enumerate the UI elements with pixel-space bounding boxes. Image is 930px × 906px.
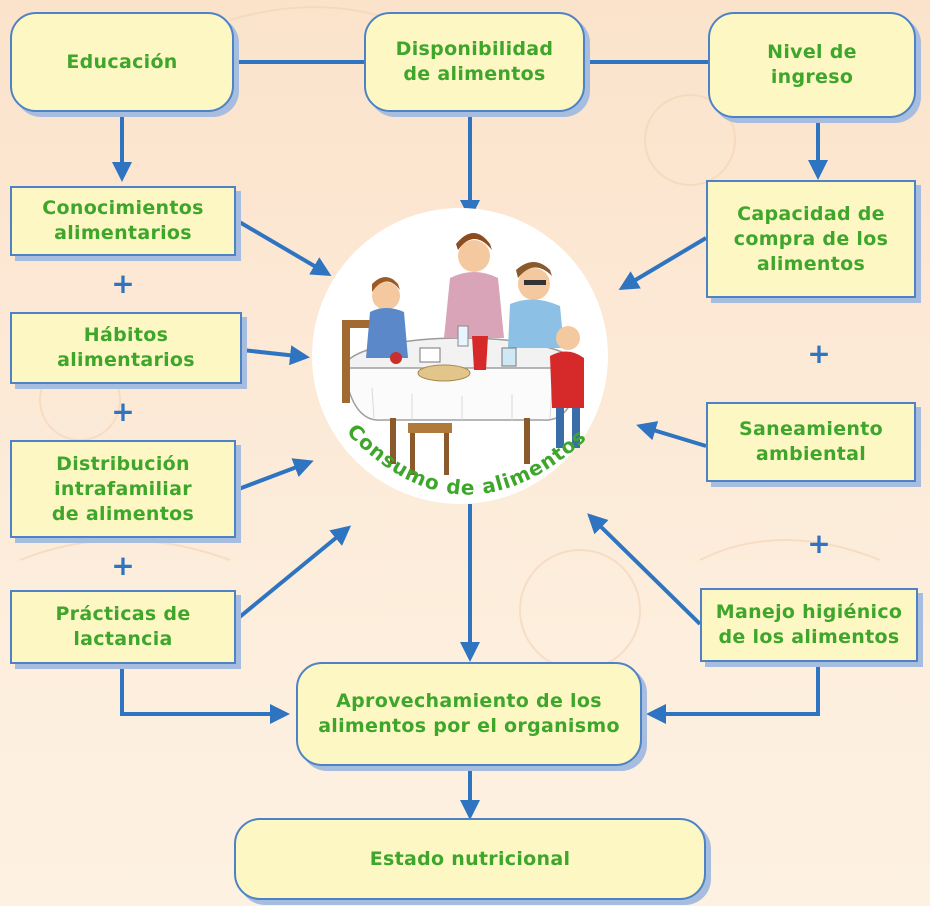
box-practicas-lactancia: Prácticas de lactancia [10,590,236,664]
box-nivel-ingreso: Nivel de ingreso [708,12,916,118]
box-distribucion-intrafamiliar: Distribución intrafamiliar de alimentos [10,440,236,538]
box-manejo-higienico: Manejo higiénico de los alimentos [700,588,918,662]
center-label-arc: Consumo de alimentos [342,419,591,500]
svg-text:Consumo de alimentos: Consumo de alimentos [342,419,591,500]
box-disponibilidad-alimentos: Disponibilidad de alimentos [364,12,585,112]
plus-sign-left-3: + [111,549,135,582]
box-saneamiento-ambiental: Saneamiento ambiental [706,402,916,482]
plus-sign-right-1: + [807,337,831,370]
plus-sign-left-1: + [111,267,135,300]
center-circle: Consumo de alimentos [312,208,608,504]
box-conocimientos-alimentarios: Conocimientos alimentarios [10,186,236,256]
box-aprovechamiento: Aprovechamiento de los alimentos por el … [296,662,642,766]
box-capacidad-compra: Capacidad de compra de los alimentos [706,180,916,298]
plus-sign-right-2: + [807,527,831,560]
family-eating-illustration-icon [342,233,584,475]
box-educacion: Educación [10,12,234,112]
plus-sign-left-2: + [111,395,135,428]
center-label: Consumo de alimentos [342,419,590,500]
box-estado-nutricional: Estado nutricional [234,818,706,900]
box-habitos-alimentarios: Hábitos alimentarios [10,312,242,384]
